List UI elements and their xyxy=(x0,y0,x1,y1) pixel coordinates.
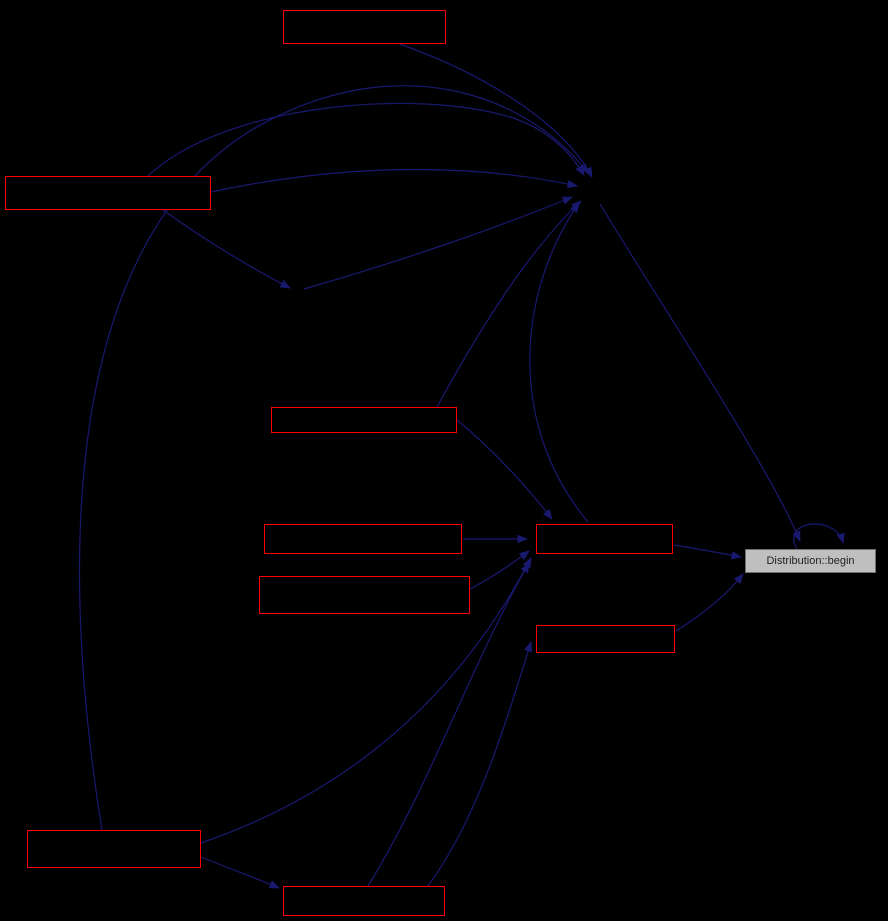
graph-node-n9[interactable] xyxy=(283,886,445,916)
edge-n8-hidden-a xyxy=(78,85,589,831)
edge-n8-n6 xyxy=(200,557,532,844)
edge-n5-n6 xyxy=(469,550,530,590)
graph-node-n5[interactable] xyxy=(259,576,470,614)
edge-hidden-c-hidden-a xyxy=(303,196,573,290)
edge-n9-n6 xyxy=(367,562,530,887)
edge-n3-n6 xyxy=(456,419,553,520)
edge-n6-hidden-a xyxy=(529,202,589,523)
edge-n1-hidden-a xyxy=(399,43,593,178)
edge-hidden-a-begin xyxy=(599,203,801,542)
graph-node-n4[interactable] xyxy=(264,524,462,554)
graph-node-label-begin: Distribution::begin xyxy=(766,555,855,567)
graph-node-n8[interactable] xyxy=(27,830,201,868)
edge-n3-hidden-a xyxy=(436,200,582,408)
edge-n6-begin xyxy=(673,544,743,560)
graph-node-n2[interactable] xyxy=(5,176,211,210)
graph-node-n1[interactable] xyxy=(283,10,446,44)
edge-n9-n7 xyxy=(427,640,533,887)
graph-node-n6[interactable] xyxy=(536,524,673,554)
graph-node-n7[interactable] xyxy=(536,625,675,653)
graph-node-begin: Distribution::begin xyxy=(745,549,876,573)
edge-n2-hidden-a xyxy=(147,102,585,177)
edge-n2-hidden-c xyxy=(162,209,291,289)
edge-begin-begin xyxy=(793,523,845,550)
edge-n7-begin xyxy=(675,573,744,632)
edge-n2-hidden-a xyxy=(210,168,579,193)
graph-node-n3[interactable] xyxy=(271,407,457,433)
edge-n8-n9 xyxy=(200,856,280,889)
